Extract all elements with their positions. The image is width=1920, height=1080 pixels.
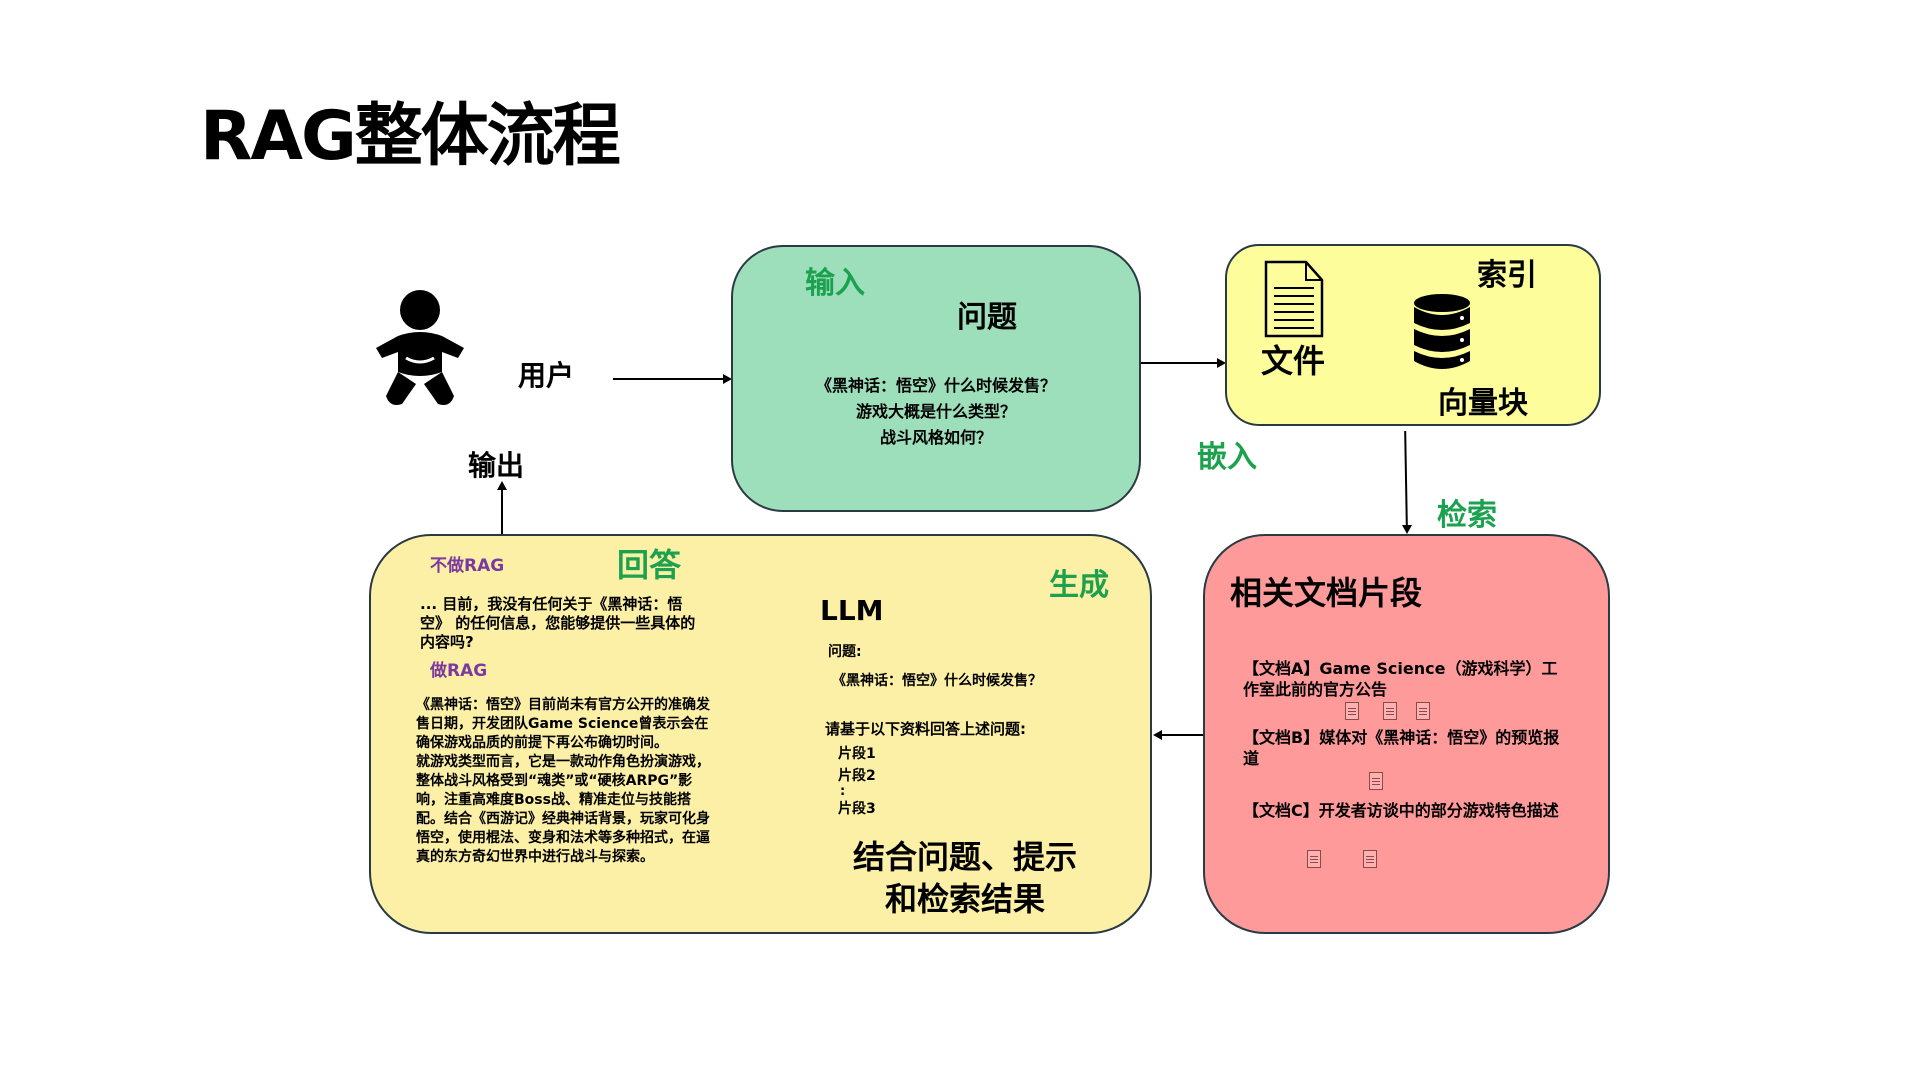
- prompt-question-label: 问题:: [828, 644, 862, 660]
- prompt-question: 《黑神话：悟空》什么时候发售？: [832, 673, 1042, 689]
- arrow-head: [1217, 358, 1226, 368]
- fragment-list: 片段1 片段2 : 片段3: [838, 745, 876, 818]
- baby-user-icon: [376, 290, 464, 405]
- rag-answer-part1: 《黑神话：悟空》目前尚未有官方公开的准确发售日期，开发团队Game Scienc…: [416, 697, 710, 751]
- arrow-answer-to-output: [501, 488, 503, 534]
- arrow-input-to-index: [1141, 362, 1219, 364]
- database-icon: [1414, 294, 1470, 369]
- generate-stage-label: 生成: [1049, 568, 1109, 603]
- fragment-3: 片段3: [838, 801, 876, 817]
- answer-generation-box: [369, 534, 1152, 934]
- retrieved-docs-box: [1203, 534, 1610, 934]
- user-label: 用户: [518, 359, 575, 392]
- question-line: 《黑神话：悟空》什么时候发售？: [815, 376, 1056, 395]
- document-icon: [1363, 850, 1377, 868]
- question-heading: 问题: [957, 300, 1017, 335]
- summary-line-2: 和检索结果: [884, 880, 1045, 918]
- document-icon: [1307, 850, 1321, 868]
- document-icon: [1345, 702, 1359, 720]
- file-icon: [1264, 260, 1324, 338]
- docs-title: 相关文档片段: [1230, 574, 1423, 612]
- fragment-ellipsis: :: [840, 784, 846, 799]
- document-icon: [1383, 702, 1397, 720]
- no-rag-label: 不做RAG: [430, 556, 505, 576]
- arrow-user-to-input: [613, 378, 725, 380]
- embed-label: 嵌入: [1197, 440, 1257, 475]
- doc-item: 【文档C】开发者访谈中的部分游戏特色描述: [1243, 801, 1559, 820]
- no-rag-answer: ... 目前，我没有任何关于《黑神话：悟空》 的任何信息，您能够提供一些具体的内…: [420, 595, 696, 651]
- doc-item: 【文档B】媒体对《黑神话：悟空》的预览报道: [1243, 728, 1560, 768]
- file-label: 文件: [1261, 342, 1326, 380]
- retrieve-label: 检索: [1437, 498, 1497, 533]
- prompt-instruction: 请基于以下资料回答上述问题:: [825, 720, 1026, 738]
- index-label: 索引: [1477, 258, 1537, 293]
- fragment-2: 片段2: [838, 768, 876, 784]
- document-icon: [1369, 772, 1383, 790]
- question-line: 战斗风格如何？: [879, 428, 992, 447]
- arrow-index-to-docs: [1404, 430, 1408, 527]
- page-title: RAG整体流程: [200, 97, 621, 176]
- arrow-docs-to-llm: [1160, 734, 1203, 736]
- fragment-1: 片段1: [838, 746, 876, 762]
- output-label: 输出: [468, 449, 525, 482]
- document-icon: [1416, 702, 1430, 720]
- question-line: 游戏大概是什么类型？: [855, 402, 1016, 421]
- arrow-head: [1153, 730, 1162, 740]
- arrow-head: [497, 481, 507, 490]
- answer-stage-label: 回答: [617, 546, 682, 584]
- vector-chunk-label: 向量块: [1438, 386, 1528, 421]
- llm-label: LLM: [820, 594, 884, 627]
- stage-input-label: 输入: [805, 266, 865, 301]
- rag-answer-part2: 就游戏类型而言，它是一款动作角色扮演游戏，整体战斗风格受到“魂类”或“硬核ARP…: [416, 754, 710, 865]
- summary-block: 结合问题、提示 和检索结果: [820, 836, 1110, 920]
- summary-line-1: 结合问题、提示: [852, 838, 1077, 876]
- input-box: [731, 245, 1141, 512]
- arrow-head: [1402, 525, 1412, 534]
- arrow-head: [723, 374, 732, 384]
- answer-column: 不做RAG ... 目前，我没有任何关于《黑神话：悟空》 的任何信息，您能够提供…: [416, 555, 718, 867]
- rag-label: 做RAG: [430, 661, 488, 681]
- doc-item: 【文档A】Game Science（游戏科学）工作室此前的官方公告: [1243, 659, 1558, 699]
